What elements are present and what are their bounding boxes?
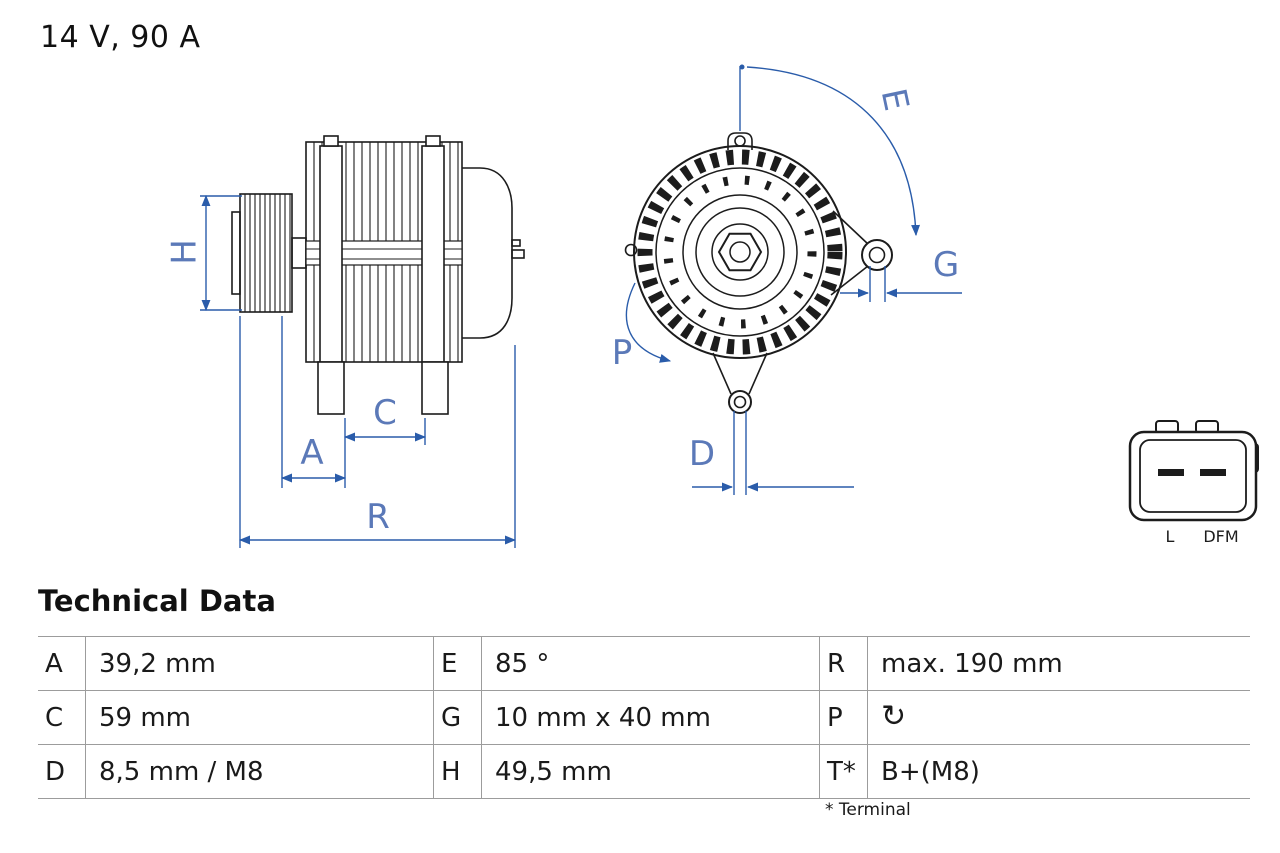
dim-label-C: C (373, 393, 397, 433)
dim-label-H: H (165, 239, 205, 265)
alternator-front-view (624, 132, 893, 414)
product-rating: 14 V, 90 A (40, 20, 201, 55)
tech-value-A: 39,2 mm (85, 636, 434, 691)
tech-key-H: H (433, 744, 482, 799)
table-row: C 59 mm G 10 mm x 40 mm P ↻ (38, 690, 1250, 745)
terminal-footnote: * Terminal (825, 800, 911, 820)
tech-key-A: A (38, 636, 86, 691)
tech-key-T: T* (819, 744, 868, 799)
alternator-technical-drawing: H C A R (165, 64, 1259, 548)
dim-label-R: R (366, 497, 390, 537)
tech-key-G: G (433, 690, 482, 745)
tech-key-R: R (819, 636, 868, 691)
connector-pin-label-L: L (1166, 527, 1175, 546)
tech-value-D: 8,5 mm / M8 (85, 744, 434, 799)
front-view-dimensions (625, 64, 962, 495)
dim-label-A: A (300, 433, 323, 473)
technical-data-title: Technical Data (38, 584, 276, 618)
tech-value-G: 10 mm x 40 mm (481, 690, 820, 745)
top-lug (727, 132, 753, 150)
shaft-nut (717, 232, 763, 272)
connector-pin-label-DFM: DFM (1203, 527, 1238, 546)
connector-detail (1128, 420, 1259, 522)
tech-value-E: 85 ° (481, 636, 820, 691)
dim-label-P: P (612, 333, 633, 373)
table-row: D 8,5 mm / M8 H 49,5 mm T* B+(M8) (38, 744, 1250, 799)
tech-key-D: D (38, 744, 86, 799)
housing (305, 135, 463, 363)
rotation-direction-icon: ↻ (881, 699, 907, 734)
terminal-pin-right (1200, 469, 1226, 476)
tech-key-C: C (38, 690, 86, 745)
mounting-feet (317, 361, 449, 415)
dim-label-D: D (689, 434, 715, 474)
tech-value-C: 59 mm (85, 690, 434, 745)
bottom-mounting-arm (712, 352, 768, 414)
side-view-dimensions (200, 194, 517, 548)
alternator-side-view (231, 135, 525, 415)
right-mounting-arm (830, 210, 893, 296)
tech-key-E: E (433, 636, 482, 691)
dim-label-G: G (933, 245, 959, 285)
tech-value-P: ↻ (867, 690, 1250, 745)
side-ear (624, 243, 638, 257)
terminal-pin-left (1158, 469, 1184, 476)
tech-value-H: 49,5 mm (481, 744, 820, 799)
tech-value-T: B+(M8) (867, 744, 1250, 799)
dim-label-E: E (873, 85, 917, 114)
tech-key-P: P (819, 690, 868, 745)
pulley (231, 193, 307, 313)
rear-cover (462, 167, 525, 339)
technical-data-table: A 39,2 mm E 85 ° R max. 190 mm C 59 mm G… (38, 636, 1250, 799)
tech-value-R: max. 190 mm (867, 636, 1250, 691)
table-row: A 39,2 mm E 85 ° R max. 190 mm (38, 636, 1250, 691)
